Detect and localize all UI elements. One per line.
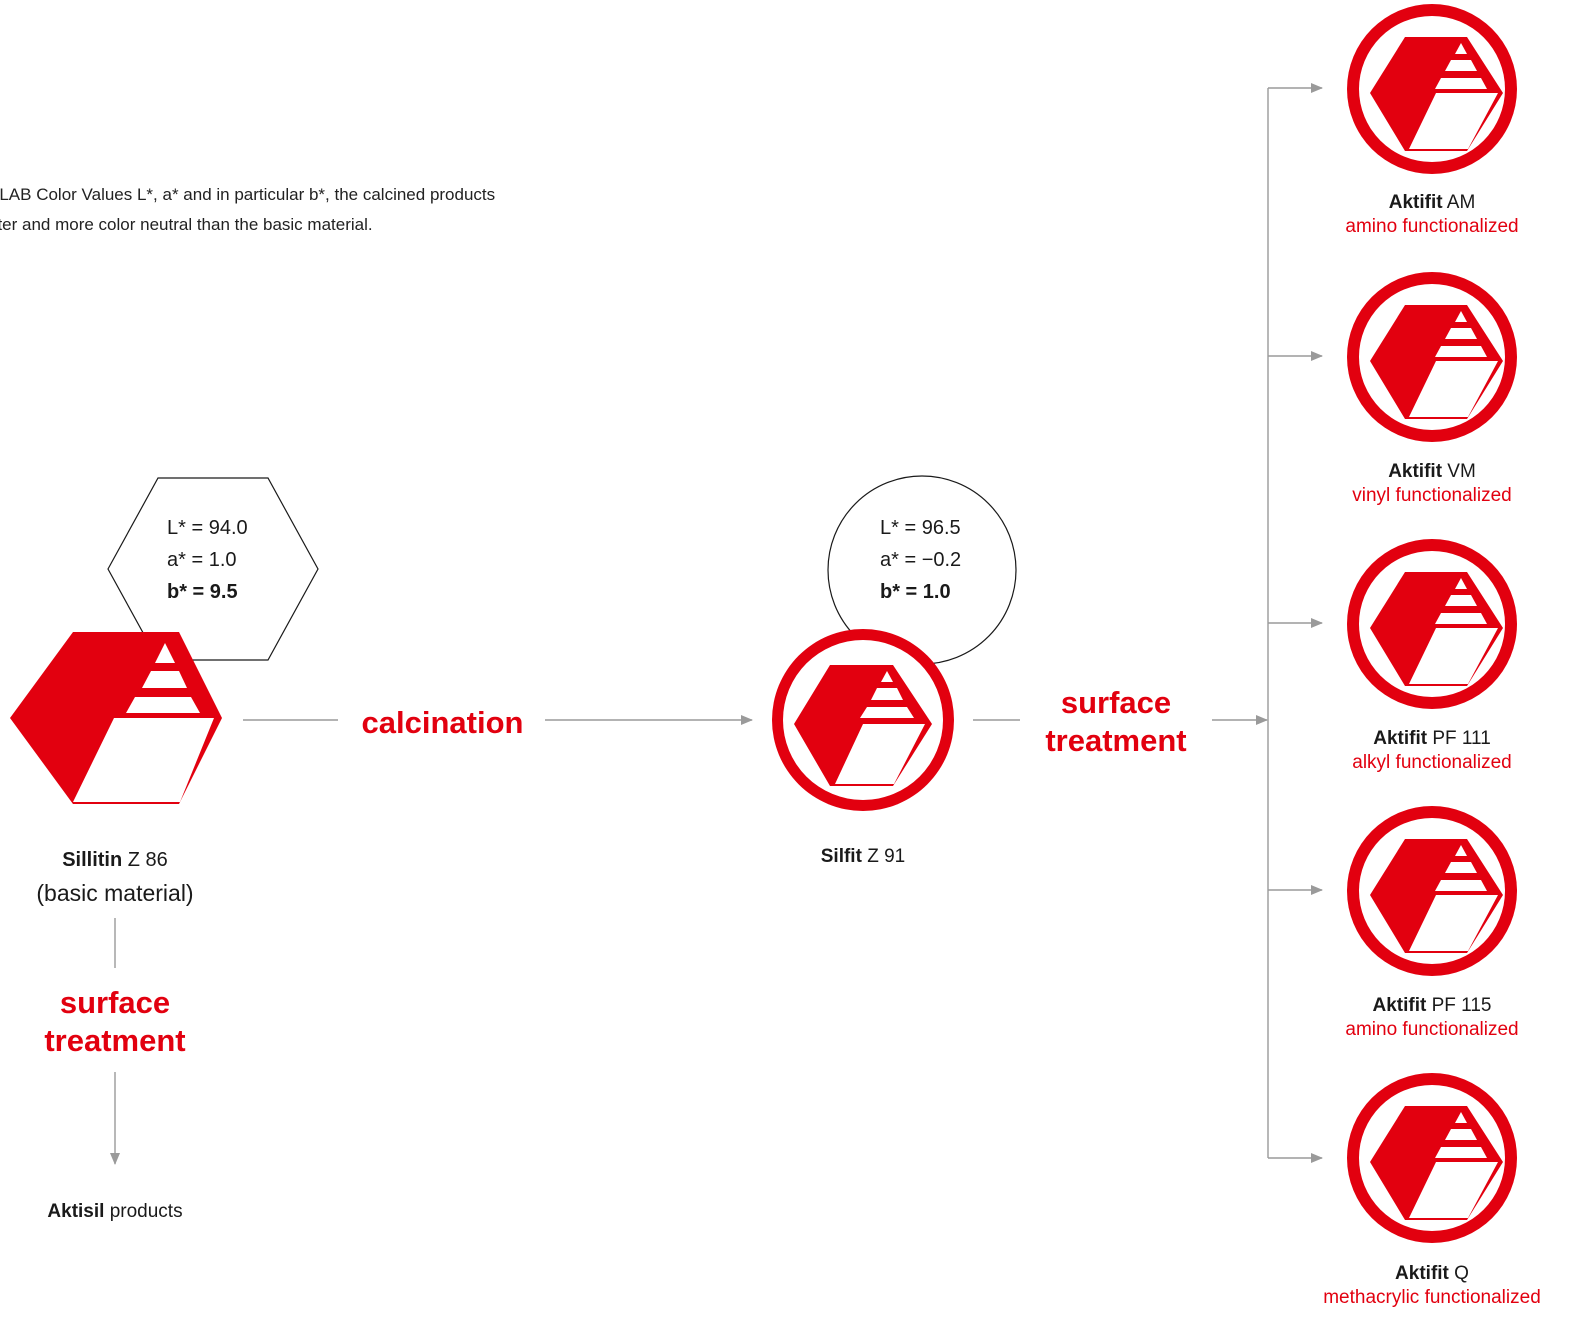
- aktisil-name-rest: products: [104, 1201, 183, 1222]
- basic-value-l: L* = 94.0: [167, 517, 248, 539]
- basic-values: L* = 94.0 a* = 1.0 b* = 9.5: [167, 512, 248, 608]
- treatment-line: treatment: [1045, 723, 1187, 758]
- product-label-am: Aktifit AM amino functionalized: [1302, 191, 1562, 239]
- product-name-bold: Aktifit: [1388, 461, 1443, 482]
- product-label-q: Aktifit Q methacrylic functionalized: [1302, 1262, 1562, 1310]
- calcined-value-l: L* = 96.5: [880, 517, 961, 539]
- surface-line: surface: [59, 985, 171, 1020]
- silfit-name-rest: Z 91: [861, 846, 906, 867]
- aktisil-label: Aktisil products: [15, 1200, 215, 1224]
- calcination-label: calcination: [361, 705, 524, 740]
- silfit-label: Silfit Z 91: [763, 845, 963, 869]
- product-name-bold: Aktifit: [1372, 995, 1427, 1016]
- product-name-rest: AM: [1442, 192, 1476, 213]
- intro-line-2: nter and more color neutral than the bas…: [0, 215, 373, 234]
- calcined-value-a: a* = −0.2: [880, 549, 962, 571]
- product-name-rest: PF 115: [1426, 995, 1492, 1016]
- product-desc: alkyl functionalized: [1352, 752, 1512, 773]
- sillitin-label: Sillitin Z 86 (basic material): [15, 844, 215, 910]
- aktifit-pf115-circle-logo-icon: [1347, 806, 1517, 976]
- basic-value-a: a* = 1.0: [167, 549, 237, 571]
- intro-line-1: ELAB Color Values L*, a* and in particul…: [0, 185, 496, 204]
- product-name-rest: VM: [1442, 461, 1476, 482]
- product-label-pf111: Aktifit PF 111 alkyl functionalized: [1302, 727, 1562, 775]
- sillitin-name-bold: Sillitin: [62, 849, 123, 871]
- product-name-bold: Aktifit: [1388, 192, 1443, 213]
- product-label-vm: Aktifit VM vinyl functionalized: [1302, 460, 1562, 508]
- sillitin-hexagon-logo-icon: [10, 632, 222, 804]
- aktifit-pf111-circle-logo-icon: [1347, 539, 1517, 709]
- product-name-rest: PF 111: [1427, 728, 1491, 749]
- aktisil-name-bold: Aktisil: [47, 1201, 105, 1222]
- surface-treatment-label-left: surface treatment: [20, 984, 210, 1060]
- product-desc: vinyl functionalized: [1352, 485, 1512, 506]
- sillitin-name-rest: Z 86: [122, 849, 168, 871]
- surface-line: surface: [1060, 685, 1172, 720]
- treatment-line: treatment: [44, 1023, 186, 1058]
- aktifit-vm-circle-logo-icon: [1347, 272, 1517, 442]
- product-label-pf115: Aktifit PF 115 amino functionalized: [1302, 994, 1562, 1042]
- silfit-name-bold: Silfit: [820, 846, 862, 867]
- surface-treatment-label-right: surface treatment: [1022, 684, 1210, 760]
- sillitin-sub: (basic material): [36, 880, 194, 906]
- calcined-values: L* = 96.5 a* = −0.2 b* = 1.0: [880, 512, 961, 608]
- aktifit-q-circle-logo-icon: [1347, 1073, 1517, 1243]
- aktifit-am-circle-logo-icon: [1347, 4, 1517, 174]
- product-name-bold: Aktifit: [1395, 1263, 1449, 1284]
- basic-value-b: b* = 9.5: [167, 581, 238, 603]
- product-desc: amino functionalized: [1345, 1019, 1519, 1040]
- product-name-bold: Aktifit: [1373, 728, 1428, 749]
- intro-text: ELAB Color Values L*, a* and in particul…: [0, 178, 628, 242]
- product-name-rest: Q: [1448, 1263, 1469, 1284]
- product-desc: amino functionalized: [1345, 216, 1519, 237]
- calcined-value-b: b* = 1.0: [880, 581, 951, 603]
- product-desc: methacrylic functionalized: [1323, 1287, 1541, 1308]
- silfit-circle-logo-icon: [772, 629, 954, 811]
